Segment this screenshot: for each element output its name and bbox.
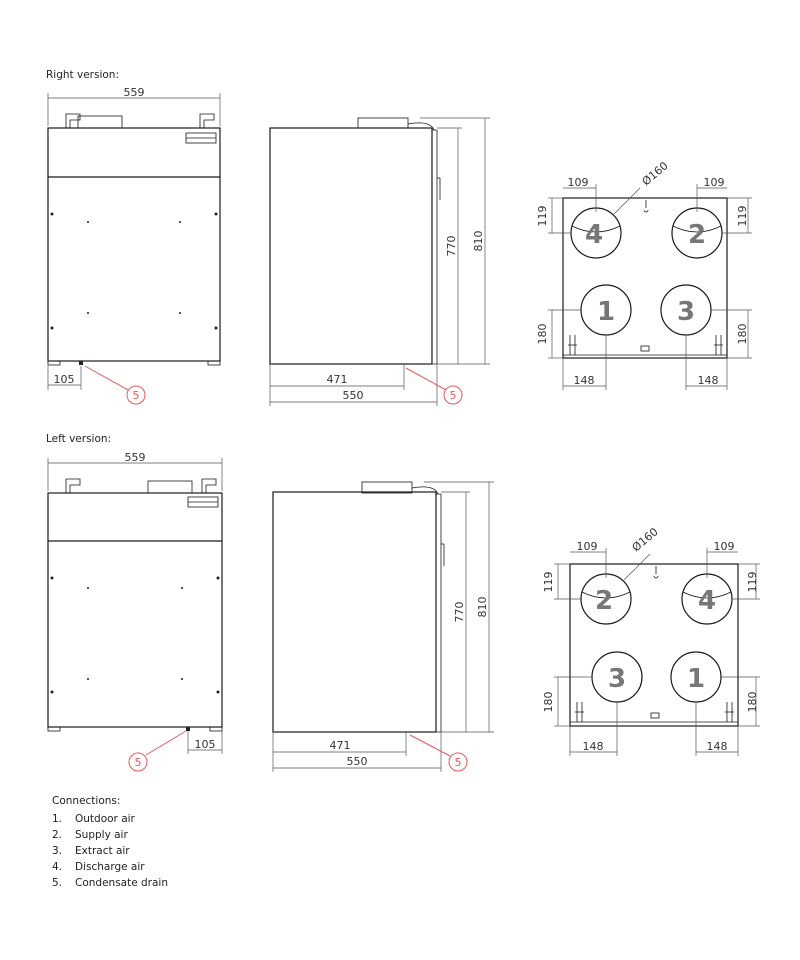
connections-legend: Connections: 1. Outdoor air 2. Supply ai…: [52, 795, 168, 889]
connection-label-4: Discharge air: [75, 861, 145, 873]
left-port-bottom-right: 1: [687, 664, 705, 694]
left-top-offset-left: 119: [542, 572, 555, 593]
left-top-body: [569, 563, 739, 727]
right-top-diameter: Ø160: [640, 159, 671, 188]
connection-num-4: 4.: [52, 861, 62, 873]
right-bottom-offset-left: 180: [536, 324, 549, 345]
left-side-total-height-dim: 810: [476, 597, 489, 618]
left-version-title: Left version:: [46, 433, 111, 445]
right-side-body: [269, 127, 433, 365]
connection-label-2: Supply air: [75, 829, 128, 841]
svg-text:5: 5: [133, 389, 140, 402]
left-top-diameter: Ø160: [630, 525, 661, 554]
left-side-body: [272, 491, 437, 733]
right-bottom-offset-right: 180: [736, 324, 749, 345]
right-side-depth-dim: 550: [343, 389, 364, 402]
right-side-total-height-dim: 810: [472, 231, 485, 252]
right-bottom-span-right: 148: [698, 374, 719, 387]
svg-text:5: 5: [455, 756, 462, 769]
connections-title: Connections:: [52, 795, 120, 807]
right-top-offset-left: 119: [536, 206, 549, 227]
left-side-drain-dim: 471: [330, 739, 351, 752]
callout-drain: [126, 385, 146, 405]
right-version-title: Right version:: [46, 69, 119, 81]
left-port-top-right: 4: [698, 586, 716, 616]
lifting-lug: [65, 113, 81, 128]
right-top-spacing-right: 109: [704, 176, 725, 189]
right-front-body: [47, 127, 221, 362]
right-side-view: 770 810 471 550 5: [269, 117, 490, 406]
left-top-spacing-left: 109: [577, 540, 598, 553]
left-front-view: 559 105 5: [47, 451, 223, 772]
right-port-top-right: 2: [688, 220, 706, 250]
left-top-view: 2 4 3 1 109 109 Ø160 119 119 180 18: [542, 525, 760, 756]
connection-label-3: Extract air: [75, 845, 130, 857]
left-side-body-height-dim: 770: [453, 602, 466, 623]
left-top-spacing-right: 109: [714, 540, 735, 553]
right-top-body: [562, 197, 728, 359]
left-front-drain-dim: 105: [195, 738, 216, 751]
right-front-width-dim: 559: [124, 86, 145, 99]
right-side-body-height-dim: 770: [445, 236, 458, 257]
connection-label-1: Outdoor air: [75, 813, 136, 825]
left-bottom-span-right: 148: [707, 740, 728, 753]
left-front-body: [47, 492, 223, 728]
left-port-top-left: 2: [595, 586, 613, 616]
left-side-view: 770 810 471 550 5: [272, 481, 494, 772]
left-top-offset-right: 119: [746, 572, 759, 593]
svg-text:5: 5: [135, 756, 142, 769]
right-top-offset-right: 119: [736, 206, 749, 227]
right-side-drain-dim: 471: [327, 373, 348, 386]
right-port-bottom-left: 1: [597, 297, 615, 327]
left-bottom-span-left: 148: [583, 740, 604, 753]
left-side-depth-dim: 550: [347, 755, 368, 768]
connection-label-5: Condensate drain: [75, 877, 168, 889]
right-bottom-span-left: 148: [574, 374, 595, 387]
connection-num-2: 2.: [52, 829, 62, 841]
right-top-spacing-left: 109: [568, 176, 589, 189]
right-front-view: 559 105 5: [47, 86, 221, 405]
right-port-top-left: 4: [585, 220, 603, 250]
connection-num-3: 3.: [52, 845, 62, 857]
connection-num-5: 5.: [52, 877, 62, 889]
left-bottom-offset-right: 180: [746, 692, 759, 713]
svg-text:5: 5: [450, 389, 457, 402]
connection-num-1: 1.: [52, 813, 62, 825]
left-port-bottom-left: 3: [608, 664, 626, 694]
left-front-width-dim: 559: [125, 451, 146, 464]
right-top-view: 4 2 1 3 109 109 Ø160 119 119 180: [536, 159, 752, 390]
right-front-drain-dim: 105: [54, 373, 75, 386]
left-bottom-offset-left: 180: [542, 692, 555, 713]
right-port-bottom-right: 3: [677, 297, 695, 327]
